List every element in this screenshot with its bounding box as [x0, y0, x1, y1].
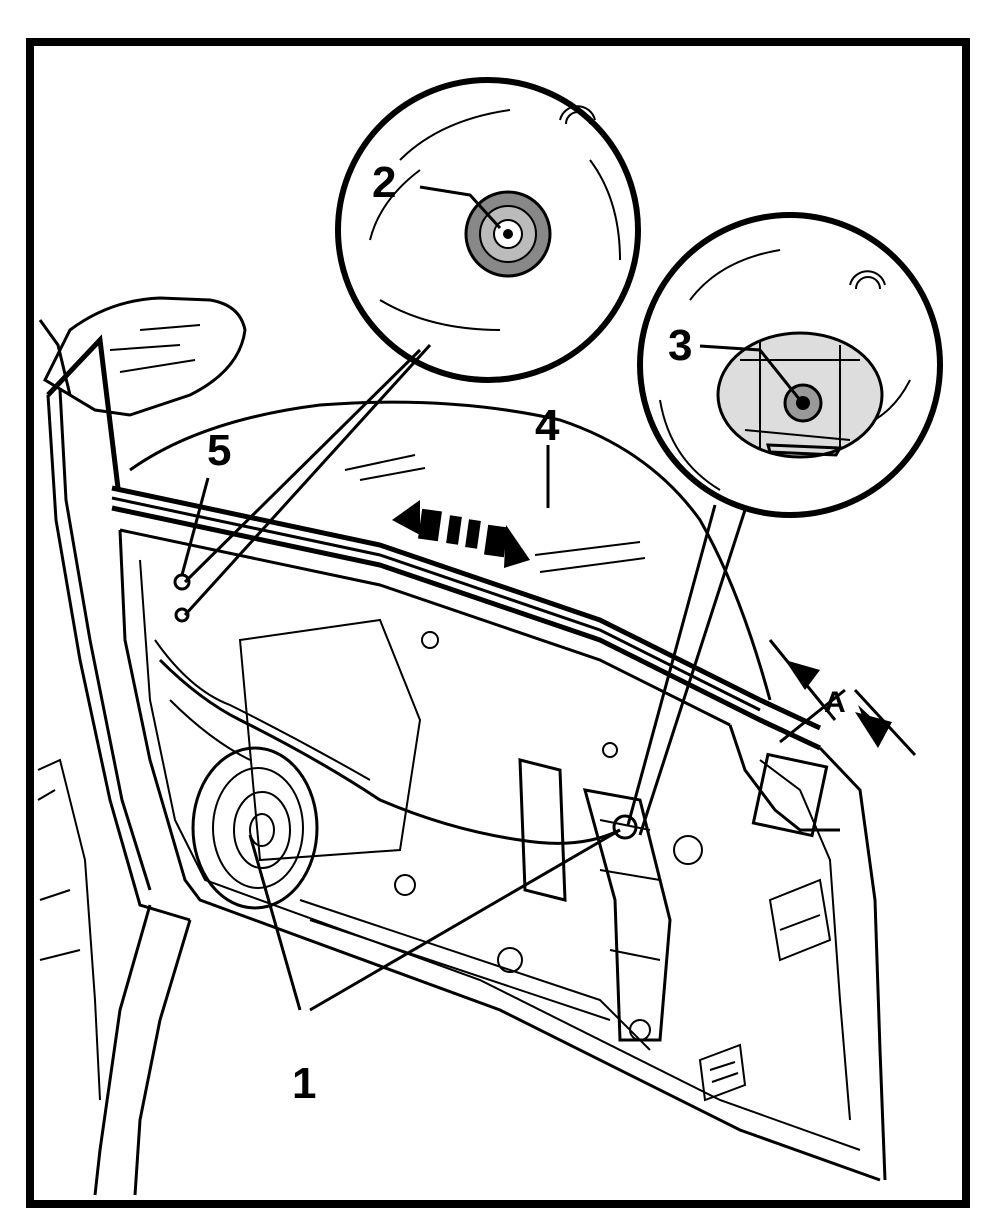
callout-1: 1 — [292, 1059, 316, 1108]
window-regulator — [518, 758, 703, 1042]
dimension-a — [768, 639, 917, 757]
bracket-bolt — [716, 331, 884, 459]
detail-circle-right — [637, 212, 943, 518]
callout-a: A — [824, 686, 846, 719]
callout-2: 2 — [372, 158, 396, 207]
leader-lines — [180, 185, 802, 1012]
callout-5: 5 — [207, 426, 231, 475]
movement-arrows — [392, 500, 530, 568]
door-frame-pillar — [37, 334, 192, 1196]
callout-3: 3 — [668, 321, 692, 370]
callout-labels: 1 2 3 4 5 A — [207, 158, 846, 1108]
window-glass — [129, 400, 772, 701]
detail-circle-top — [335, 77, 641, 383]
speaker — [191, 746, 319, 910]
wiring-harness — [154, 573, 621, 845]
door-inner-panel — [118, 529, 887, 1182]
callout-4: 4 — [535, 401, 560, 450]
